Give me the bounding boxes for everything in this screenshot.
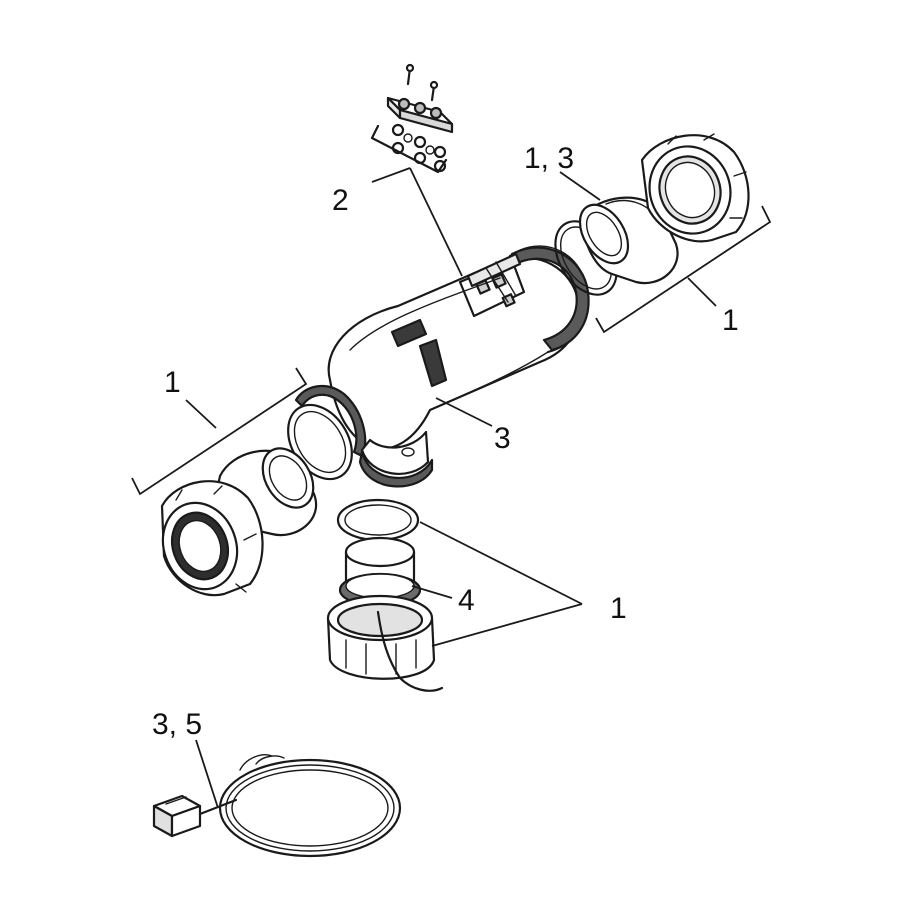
callout-part-3-5: 3, 5 [152, 708, 203, 741]
screw-icon [429, 80, 439, 102]
left-union-group [160, 403, 353, 597]
callout-part-2: 2 [332, 184, 349, 217]
callout-part-1-3: 1, 3 [524, 142, 575, 175]
union-nut-icon [640, 133, 750, 243]
o-ring-icon [336, 498, 420, 542]
callout-part-1-right: 1 [722, 304, 739, 337]
main-body [294, 245, 590, 488]
union-nut-icon [326, 594, 436, 680]
callout-part-3-body: 3 [494, 422, 511, 455]
washer-set [391, 123, 447, 173]
bottom-union-group [326, 498, 444, 692]
right-union-group [554, 133, 750, 296]
callout-part-4: 4 [458, 584, 475, 617]
callout-part-1-left: 1 [164, 366, 181, 399]
cable-coil-icon [152, 754, 402, 858]
connector-plug [152, 794, 238, 838]
terminal-bracket-assembly [370, 63, 454, 174]
union-nut-icon [160, 480, 264, 597]
screw-icon [405, 63, 415, 86]
callout-part-1-bottom: 1 [610, 592, 627, 625]
